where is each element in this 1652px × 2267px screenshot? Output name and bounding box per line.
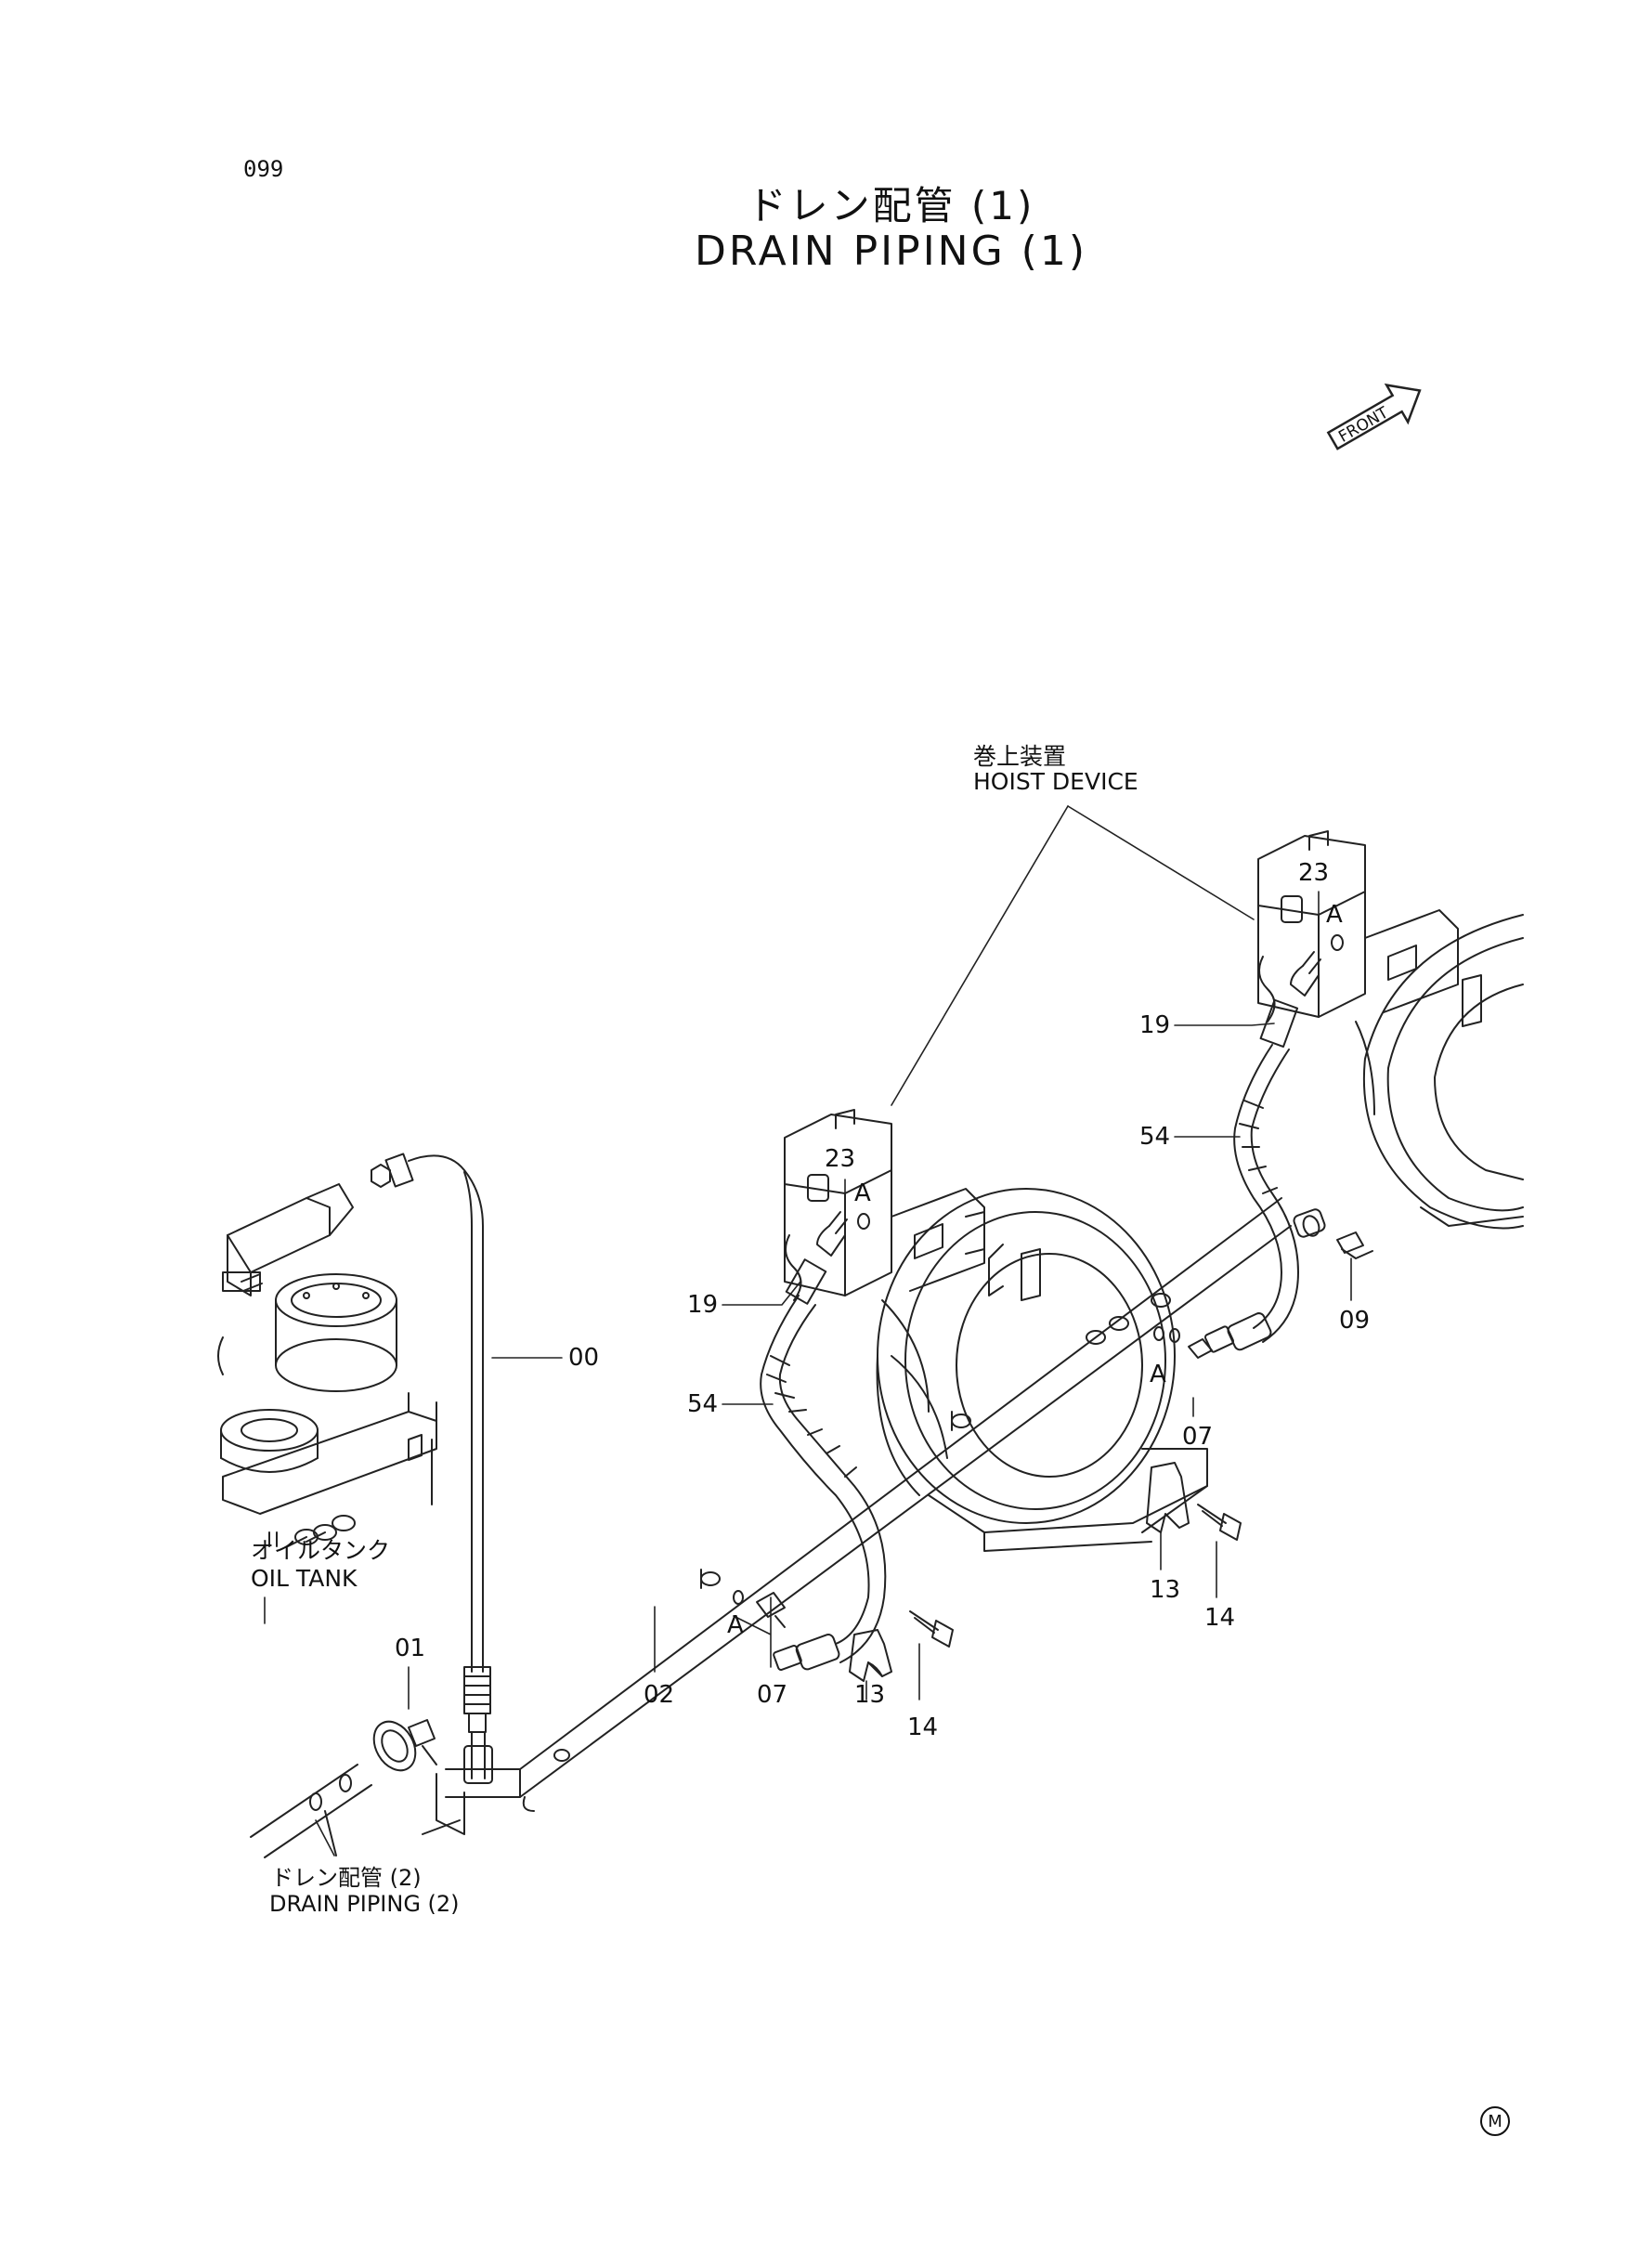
part-label-54-right: 54 bbox=[1139, 1123, 1171, 1151]
part-label-13-left: 13 bbox=[854, 1681, 886, 1709]
oil-tank-label-japanese: オイルタンク bbox=[251, 1537, 391, 1564]
drain-piping-2-label: DRAIN PIPING (2) bbox=[269, 1891, 460, 1917]
part-label-54-left: 54 bbox=[687, 1390, 719, 1418]
part-label-19-left: 19 bbox=[687, 1291, 719, 1319]
page-number: 099 bbox=[243, 156, 284, 182]
part-label-23-left: 23 bbox=[825, 1145, 856, 1173]
part-label-23-right: 23 bbox=[1298, 859, 1330, 887]
drain-piping-2-label-japanese: ドレン配管 (2) bbox=[271, 1865, 422, 1891]
hose-00 bbox=[371, 1153, 491, 1733]
clamp-13-right bbox=[1146, 1462, 1190, 1533]
clamp-01 bbox=[372, 1719, 437, 1772]
front-direction-arrow-icon: FRONT bbox=[1326, 383, 1422, 450]
hose-54-left bbox=[760, 1211, 887, 1671]
oil-tank-drawing bbox=[217, 1183, 437, 1547]
part-label-07-right: 07 bbox=[1182, 1423, 1214, 1451]
part-label-14-left: 14 bbox=[907, 1713, 939, 1741]
part-label-14-right: 14 bbox=[1204, 1604, 1236, 1632]
fittings-07-left bbox=[733, 1590, 786, 1628]
part-label-00: 00 bbox=[568, 1344, 600, 1372]
detail-a-marker-right-top: A bbox=[1326, 901, 1343, 929]
clamp-13-left bbox=[849, 1629, 892, 1682]
page-title: DRAIN PIPING (1) bbox=[695, 228, 1087, 275]
hoist-device-label-japanese: 巻上装置 bbox=[973, 743, 1067, 770]
hoist-device-right-drawing bbox=[1257, 830, 1524, 1230]
part-label-01: 01 bbox=[395, 1635, 426, 1662]
part-label-09: 09 bbox=[1339, 1307, 1371, 1335]
part-label-02: 02 bbox=[644, 1681, 675, 1709]
hose-54-right bbox=[1169, 934, 1344, 1359]
detail-a-marker-left-top: A bbox=[854, 1179, 871, 1207]
oil-tank-label: OIL TANK bbox=[251, 1565, 358, 1592]
hoist-device-label: HOIST DEVICE bbox=[973, 768, 1138, 795]
part-label-19-right: 19 bbox=[1139, 1011, 1171, 1039]
part-label-07-left: 07 bbox=[757, 1681, 788, 1709]
drain-pipe-02 bbox=[422, 1197, 1292, 1835]
front-label: FRONT bbox=[1335, 403, 1392, 447]
detail-a-marker-left-bottom: A bbox=[727, 1611, 744, 1639]
page-title-japanese: ドレン配管 (1) bbox=[747, 183, 1035, 228]
fittings-09 bbox=[1293, 1208, 1373, 1259]
hoist-device-left-drawing bbox=[784, 1109, 1208, 1552]
leader-lines bbox=[264, 805, 1352, 1857]
part-label-13-right: 13 bbox=[1150, 1576, 1181, 1604]
maker-mark-icon: M bbox=[1480, 2106, 1510, 2136]
bolt-14-right bbox=[1197, 1504, 1242, 1541]
fittings-07-right bbox=[1153, 1326, 1164, 1341]
drain-pipe-2 bbox=[250, 1764, 372, 1858]
bolt-14-left bbox=[909, 1610, 954, 1648]
detail-a-marker-right-bottom: A bbox=[1150, 1361, 1166, 1388]
